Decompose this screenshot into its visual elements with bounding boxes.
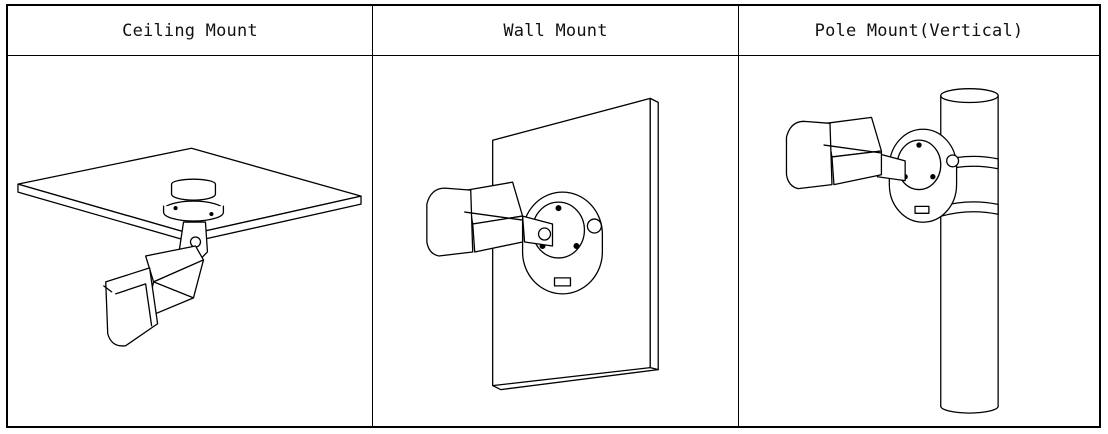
wall-panel-edge [649,97,659,371]
ceiling-mount-drawing [17,147,362,347]
wall-mount-illustration [373,56,739,426]
wall-mount-arm [521,215,554,247]
pole [940,88,999,414]
pole-camera [785,116,883,190]
header-pole-mount: Pole Mount(Vertical) [739,6,1099,56]
wall-camera [426,181,524,257]
header-wall-mount: Wall Mount [373,6,739,56]
wall-mount-drawing [426,97,659,391]
pole-mount-drawing [785,88,999,414]
header-ceiling-mount: Ceiling Mount [8,6,373,56]
pole-mount-illustration [739,56,1099,426]
ceiling-mount-illustration [8,56,373,426]
ceiling-mount-base [162,178,225,222]
wall-junction-box [521,191,604,295]
mount-options-table: Ceiling Mount Wall Mount Pole Mount(Vert… [6,4,1101,428]
ceiling-camera [103,245,205,347]
pole-junction-box [888,128,960,223]
